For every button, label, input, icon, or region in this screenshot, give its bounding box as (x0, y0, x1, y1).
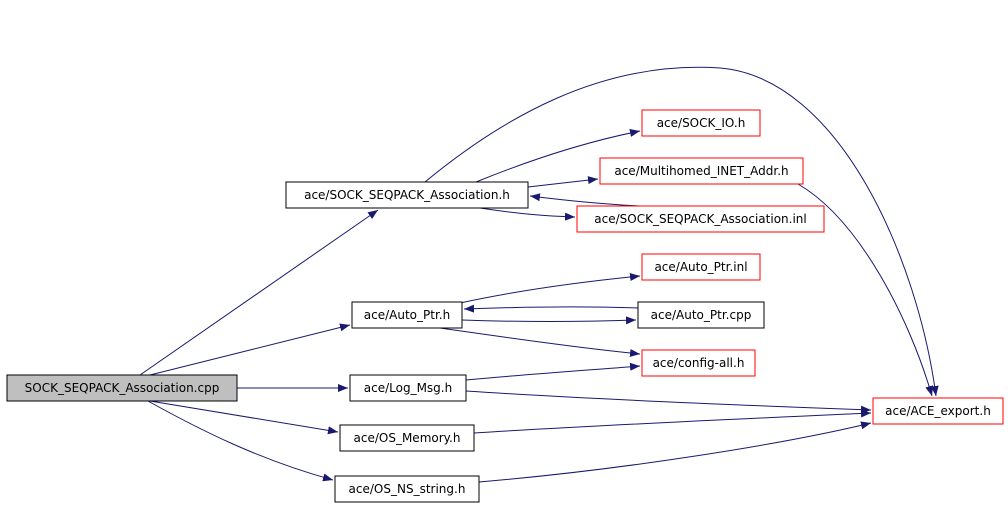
node-multihomed[interactable]: ace/Multihomed_INET_Addr.h (599, 157, 804, 185)
node-box (641, 109, 761, 137)
node-label: SOCK_SEQPACK_Association.cpp (25, 381, 220, 395)
node-box (641, 349, 756, 377)
node-box (637, 301, 765, 329)
node-label: ace/Auto_Ptr.cpp (651, 308, 752, 322)
edge-arrow (473, 409, 872, 434)
edge-arrow (139, 209, 379, 376)
node-label: ace/SOCK_SEQPACK_Association.h (304, 188, 510, 202)
node-os-memory[interactable]: ace/OS_Memory.h (339, 424, 475, 452)
edge-root-to-os_ns_string (147, 400, 334, 482)
edge-multihomed-to-ace_export (797, 183, 934, 397)
edge-arrow (479, 207, 576, 221)
node-root: SOCK_SEQPACK_Association.cpp (6, 374, 238, 402)
edge-layer (139, 66, 939, 483)
edge-arrow (527, 176, 599, 188)
node-box (349, 374, 467, 402)
node-box (641, 253, 761, 281)
edge-arrow (463, 304, 639, 313)
node-label: ace/SOCK_IO.h (657, 116, 746, 130)
node-box (599, 157, 804, 185)
edge-log_msg-to-config_all (465, 362, 641, 381)
edge-arrow (461, 316, 637, 325)
node-label: ace/Auto_Ptr.inl (654, 260, 747, 274)
edge-arrow (465, 390, 872, 414)
node-layer: SOCK_SEQPACK_Association.cpp ace/SOCK_SEQ… (6, 109, 1004, 503)
edge-assoc_h-to-ace_export (424, 66, 939, 397)
edge-arrow (465, 362, 641, 381)
edge-root-to-assoc_h (139, 209, 379, 376)
node-auto-ptr-h[interactable]: ace/Auto_Ptr.h (351, 301, 463, 329)
edge-os_memory-to-ace_export (473, 409, 872, 434)
edge-auto_ptr_h-to-config_all (439, 327, 641, 357)
node-box (339, 424, 475, 452)
node-label: ace/Log_Msg.h (364, 381, 452, 395)
node-auto-ptr-cpp[interactable]: ace/Auto_Ptr.cpp (637, 301, 765, 329)
edge-arrow (478, 421, 872, 483)
edge-arrow (459, 273, 641, 304)
node-box (351, 301, 463, 329)
edge-auto_ptr_h-to-auto_ptr_cpp (461, 316, 637, 325)
edge-arrow (149, 400, 339, 435)
edge-auto_ptr_h-to-auto_ptr_inl (459, 273, 641, 304)
edge-arrow (149, 323, 351, 376)
edge-root-to-os_memory (149, 400, 339, 435)
edge-arrow (475, 129, 641, 183)
edge-assoc_h-to-multihomed (527, 176, 599, 188)
node-box (6, 374, 238, 402)
node-label: ace/SOCK_SEQPACK_Association.inl (594, 212, 806, 226)
node-label: ace/OS_Memory.h (354, 431, 461, 445)
node-ace-export[interactable]: ace/ACE_export.h (872, 397, 1004, 425)
node-label: ace/ACE_export.h (885, 404, 991, 418)
node-box (334, 475, 480, 503)
node-os-ns-string[interactable]: ace/OS_NS_string.h (334, 475, 480, 503)
node-label: ace/config-all.h (653, 356, 745, 370)
node-config-all[interactable]: ace/config-all.h (641, 349, 756, 377)
node-box (576, 205, 825, 233)
edge-assoc_h-to-sock_io (475, 129, 641, 183)
edge-arrow (439, 327, 641, 357)
edge-assoc_h-to-assoc_inl (479, 207, 576, 221)
edge-arrow (529, 193, 641, 207)
edge-auto_ptr_cpp-to-auto_ptr_h (463, 304, 639, 313)
edge-root-to-auto_ptr_h (149, 323, 351, 376)
node-box (285, 181, 529, 209)
edge-os_ns_string-to-ace_export (478, 421, 872, 483)
node-assoc-h[interactable]: ace/SOCK_SEQPACK_Association.h (285, 181, 529, 209)
node-box (872, 397, 1004, 425)
node-sock-io[interactable]: ace/SOCK_IO.h (641, 109, 761, 137)
edge-arrow (424, 66, 939, 397)
node-assoc-inl[interactable]: ace/SOCK_SEQPACK_Association.inl (576, 205, 825, 233)
edge-assoc_inl-to-assoc_h (529, 193, 641, 207)
node-auto-ptr-inl[interactable]: ace/Auto_Ptr.inl (641, 253, 761, 281)
edge-arrow (147, 400, 334, 482)
edge-log_msg-to-ace_export (465, 390, 872, 414)
node-label: ace/Auto_Ptr.h (364, 308, 450, 322)
node-label: ace/Multihomed_INET_Addr.h (614, 164, 788, 178)
node-log-msg[interactable]: ace/Log_Msg.h (349, 374, 467, 402)
node-label: ace/OS_NS_string.h (349, 482, 466, 496)
edge-arrow (797, 183, 934, 397)
